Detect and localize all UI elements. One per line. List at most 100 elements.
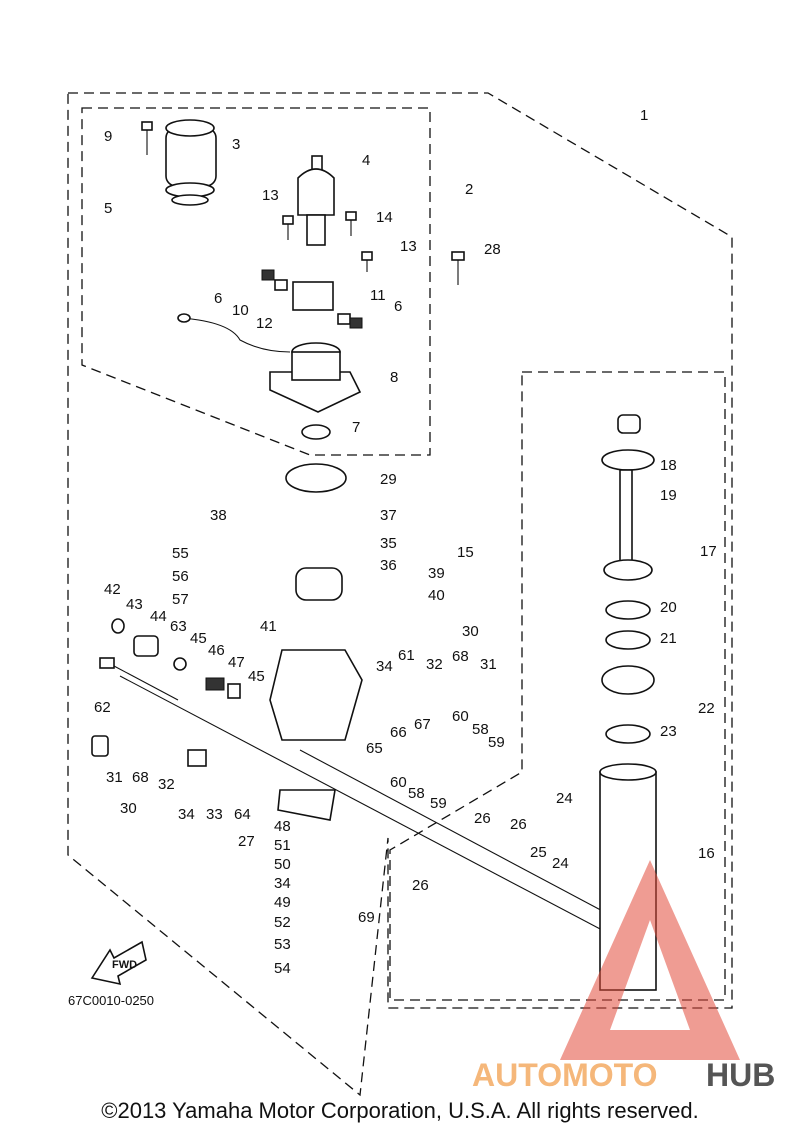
callout-label: 9 (104, 128, 112, 145)
callout-label: 22 (698, 700, 715, 717)
callout-label: 26 (474, 810, 491, 827)
callout-label: 13 (400, 238, 417, 255)
callout-label: 1 (640, 107, 648, 124)
callout-label: 58 (408, 785, 425, 802)
watermark-triangle (560, 860, 740, 1060)
callout-label: 67 (414, 716, 431, 733)
callout-label: 63 (170, 618, 187, 635)
callout-label: 45 (248, 668, 265, 685)
callout-label: 44 (150, 608, 167, 625)
motor-base-part (269, 342, 362, 413)
fwd-label: FWD (112, 959, 137, 971)
outer-boundary (67, 92, 733, 1097)
small-bolts (282, 211, 465, 285)
diagram-code: 67C0010-0250 (68, 993, 154, 1008)
callout-label: 16 (698, 845, 715, 862)
callout-label: 68 (132, 769, 149, 786)
seal-part (301, 424, 331, 440)
callout-label: 6 (214, 290, 222, 307)
callout-label: 37 (380, 507, 397, 524)
callout-labels: 1 2 3 4 5 6 6 7 8 9 10 11 12 13 13 14 15… (94, 107, 717, 977)
callout-label: 31 (480, 656, 497, 673)
callout-label: 3 (232, 136, 240, 153)
callout-label: 28 (484, 241, 501, 258)
callout-label: 35 (380, 535, 397, 552)
callout-label: 26 (510, 816, 527, 833)
pump-body-part (119, 567, 641, 951)
copyright-footer: ©2013 Yamaha Motor Corporation, U.S.A. A… (101, 1098, 699, 1123)
callout-label: 24 (556, 790, 573, 807)
callout-label: 14 (376, 209, 393, 226)
callout-label: 26 (412, 877, 429, 894)
callout-label: 43 (126, 596, 143, 613)
callout-label: 62 (94, 699, 111, 716)
callout-label: 34 (274, 875, 291, 892)
callout-label: 52 (274, 914, 291, 931)
callout-label: 34 (376, 658, 393, 675)
callout-label: 31 (106, 769, 123, 786)
callout-label: 19 (660, 487, 677, 504)
fwd-arrow-icon: FWD (90, 940, 147, 986)
callout-label: 8 (390, 369, 398, 386)
callout-label: 64 (234, 806, 251, 823)
callout-label: 54 (274, 960, 291, 977)
callout-label: 36 (380, 557, 397, 574)
oring-large-part (285, 463, 347, 493)
callout-label: 32 (426, 656, 443, 673)
wire-lead (181, 317, 291, 353)
callout-label: 38 (210, 507, 227, 524)
callout-label: 25 (530, 844, 547, 861)
callout-label: 45 (190, 630, 207, 647)
callout-label: 30 (120, 800, 137, 817)
callout-label: 48 (274, 818, 291, 835)
callout-label: 50 (274, 856, 291, 873)
callout-label: 59 (488, 734, 505, 751)
callout-label: 20 (660, 599, 677, 616)
callout-label: 18 (660, 457, 677, 474)
callout-label: 34 (178, 806, 195, 823)
callout-label: 15 (457, 544, 474, 561)
callout-label: 56 (172, 568, 189, 585)
callout-label: 30 (462, 623, 479, 640)
callout-label: 46 (208, 642, 225, 659)
callout-label: 32 (158, 776, 175, 793)
callout-label: 51 (274, 837, 291, 854)
callout-label: 65 (366, 740, 383, 757)
long-screw-part (99, 657, 179, 701)
callout-label: 42 (104, 581, 121, 598)
callout-label: 24 (552, 855, 569, 872)
callout-label: 57 (172, 591, 189, 608)
callout-label: 61 (398, 647, 415, 664)
callout-label: 10 (232, 302, 249, 319)
callout-label: 69 (358, 909, 375, 926)
watermark-text-1: AUTOMOTO (472, 1057, 657, 1093)
callout-label: 17 (700, 543, 717, 560)
callout-label: 13 (262, 187, 279, 204)
callout-label: 59 (430, 795, 447, 812)
callout-label: 40 (428, 587, 445, 604)
callout-label: 39 (428, 565, 445, 582)
motor-group-boundary (81, 107, 431, 456)
callout-label: 21 (660, 630, 677, 647)
callout-label: 7 (352, 419, 360, 436)
callout-label: 29 (380, 471, 397, 488)
callout-label: 2 (465, 181, 473, 198)
motor-part (165, 119, 217, 206)
callout-label: 11 (370, 287, 386, 304)
callout-label: 4 (362, 152, 370, 169)
callout-label: 23 (660, 723, 677, 740)
watermark-text-2: HUB (706, 1057, 775, 1093)
callout-label: 12 (256, 315, 273, 332)
left-valve-parts (91, 618, 241, 767)
callout-label: 47 (228, 654, 245, 671)
callout-label: 49 (274, 894, 291, 911)
callout-label: 27 (238, 833, 255, 850)
callout-label: 6 (394, 298, 402, 315)
callout-label: 41 (260, 618, 277, 635)
callout-label: 58 (472, 721, 489, 738)
callout-label: 53 (274, 936, 291, 953)
callout-label: 33 (206, 806, 223, 823)
bolt-part (141, 121, 153, 155)
callout-label: 68 (452, 648, 469, 665)
